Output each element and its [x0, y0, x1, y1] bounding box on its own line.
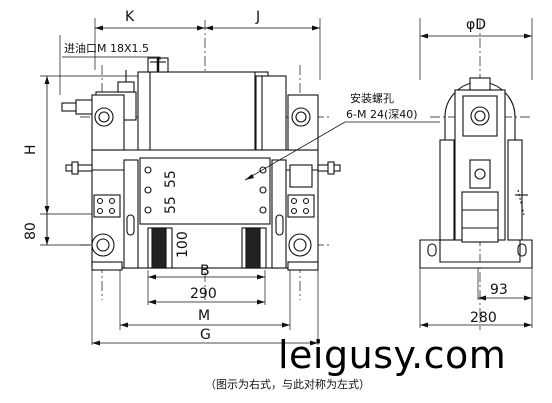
front-view	[61, 57, 341, 271]
leader-lines	[62, 56, 440, 181]
dim-label-phiD: φD	[466, 17, 487, 33]
dim-label-55-upper: 55	[163, 170, 179, 188]
mounting-hole-label-line1: 安装螺孔	[350, 92, 394, 105]
side-view	[419, 77, 533, 269]
dim-label-B: B	[200, 263, 210, 279]
dim-label-K: K	[125, 9, 135, 25]
dim-label-55-lower: 55	[163, 196, 179, 214]
dim-label-100: 100	[175, 231, 191, 258]
dim-label-80: 80	[23, 222, 39, 240]
mounting-hole-label-line2: 6-M 24(深40)	[346, 108, 418, 121]
watermark: leigusy.com	[278, 333, 507, 377]
dim-label-280: 280	[470, 310, 497, 326]
dim-label-J: J	[256, 9, 261, 25]
oil-inlet-label: 进油口M 18X1.5	[64, 42, 150, 55]
dim-label-290: 290	[190, 286, 217, 302]
dim-label-G: G	[200, 327, 211, 343]
caption: （图示为右式，与此对称为左式）	[205, 378, 370, 391]
dim-label-H: H	[23, 144, 39, 155]
dim-label-M: M	[198, 308, 211, 324]
dim-label-93: 93	[490, 282, 508, 298]
